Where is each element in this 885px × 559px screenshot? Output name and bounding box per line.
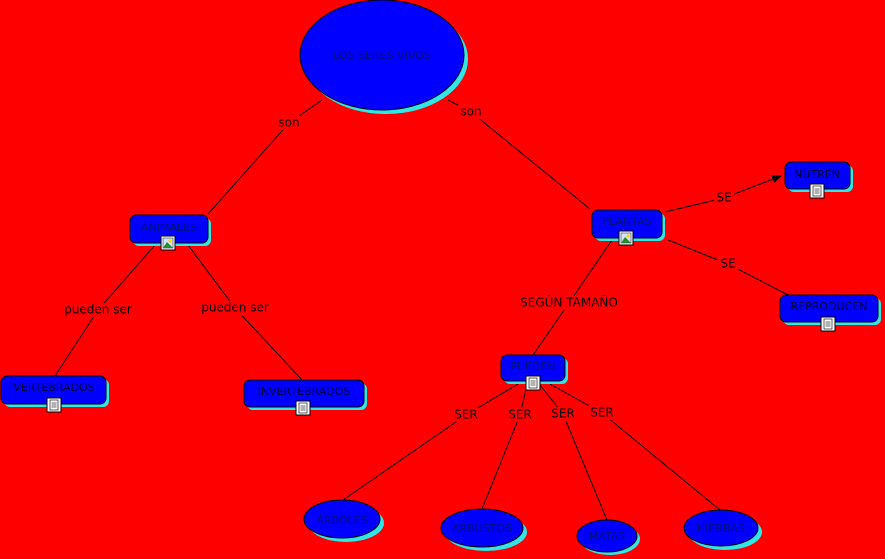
- concept-plantas[interactable]: PLANTAS: [591, 209, 665, 246]
- concept-vertebrados[interactable]: VERTEBRADOS: [0, 375, 109, 413]
- concept-label: PLANTAS: [602, 215, 651, 228]
- concept-label: MATAS: [589, 530, 626, 543]
- concept-label: REPRODUCEN: [791, 300, 868, 313]
- concept-label: HIERBAS: [697, 522, 745, 535]
- concept-nutren[interactable]: NUTREN: [784, 161, 853, 199]
- link-labels: son son pueden ser pueden ser SEGÚN TAMA…: [62, 105, 738, 422]
- concept-label: ARBUSTOS: [452, 522, 512, 535]
- concept-arbustos[interactable]: ARBUSTOS: [440, 508, 527, 551]
- concept-hierbas[interactable]: HIERBAS: [683, 509, 762, 550]
- link-label-son[interactable]: son: [278, 116, 299, 130]
- concept-label: ANIMALES: [141, 221, 197, 234]
- concept-animales[interactable]: ANIMALES: [129, 214, 211, 251]
- document-resource-icon[interactable]: [809, 183, 825, 199]
- concept-matas[interactable]: MATAS: [576, 519, 640, 555]
- concept-pueden[interactable]: PUEDEN: [500, 354, 568, 391]
- document-resource-icon[interactable]: [46, 397, 62, 413]
- link-label-se[interactable]: SE: [720, 257, 735, 271]
- links: [54, 99, 791, 521]
- concept-los-seres-vivos[interactable]: LOS SERES VIVOS: [299, 0, 468, 114]
- document-resource-icon[interactable]: [525, 375, 541, 391]
- link-label-ser[interactable]: SER: [508, 408, 532, 422]
- concept-arboles[interactable]: ÁRBOLES: [303, 499, 384, 542]
- concept-label: NUTREN: [794, 168, 840, 181]
- document-resource-icon[interactable]: [820, 316, 836, 332]
- document-resource-icon[interactable]: [295, 400, 311, 416]
- link-label-ser[interactable]: SER: [590, 406, 614, 420]
- concept-reproducen[interactable]: REPRODUCEN: [779, 294, 881, 332]
- link-label-ser[interactable]: SER: [454, 408, 478, 422]
- concept-label: INVERTEBRADOS: [258, 385, 351, 398]
- concept-invertebrados[interactable]: INVERTEBRADOS: [243, 379, 367, 416]
- concept-label: VERTEBRADOS: [13, 381, 94, 394]
- link-label-pueden-ser[interactable]: pueden ser: [201, 301, 269, 315]
- concept-label: ÁRBOLES: [316, 514, 367, 527]
- concept-label: PUEDEN: [510, 360, 555, 373]
- link-label-pueden-ser[interactable]: pueden ser: [64, 303, 132, 317]
- image-resource-icon[interactable]: [618, 230, 634, 246]
- image-resource-icon[interactable]: [160, 235, 176, 251]
- link-label-ser[interactable]: SER: [551, 407, 575, 421]
- link-label-son[interactable]: son: [460, 105, 481, 119]
- link-label-segun-tamano[interactable]: SEGÚN TAMAÑO: [520, 295, 618, 310]
- concept-label: LOS SERES VIVOS: [333, 49, 431, 62]
- link-label-se[interactable]: SE: [716, 191, 731, 205]
